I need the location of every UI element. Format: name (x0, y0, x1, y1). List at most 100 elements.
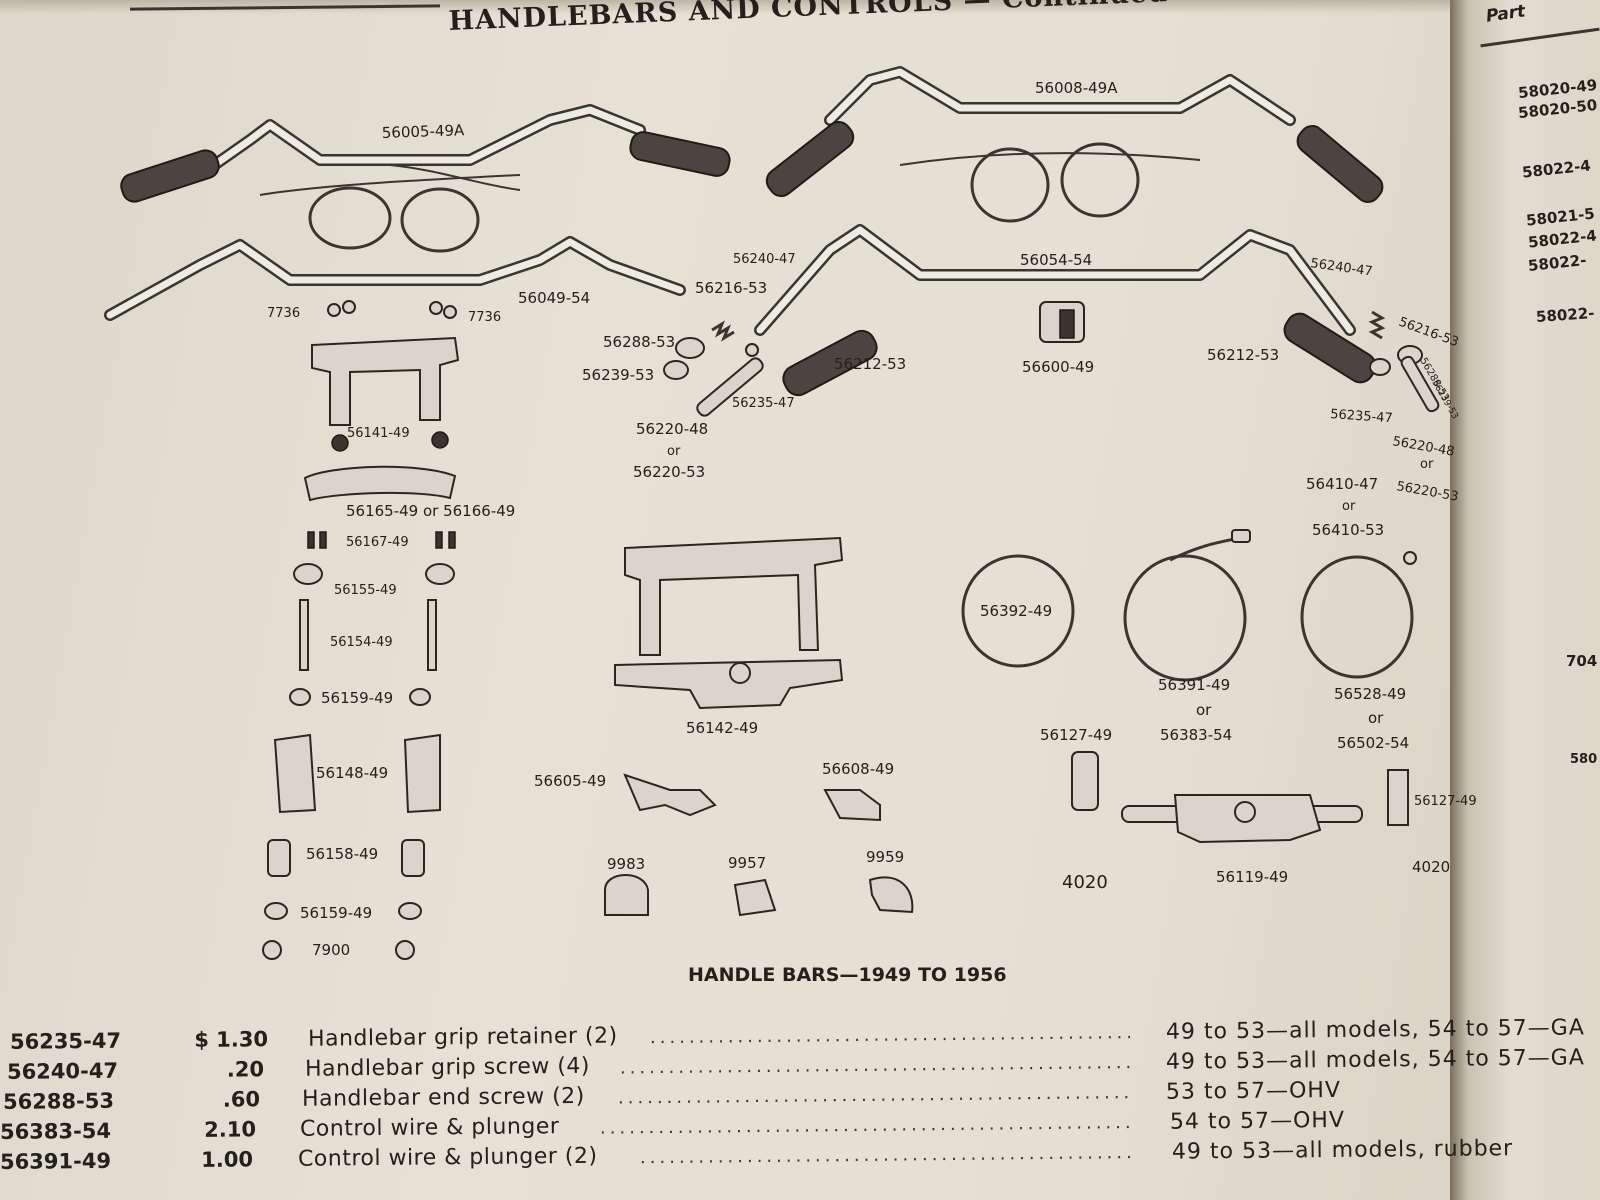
price: 1.00 (201, 1147, 254, 1172)
clip-56608-49 (823, 789, 881, 822)
label-56220-53-b: 56220-53 (1395, 479, 1459, 505)
page-gutter (1450, 0, 1600, 1200)
label-56235-47-b: 56235-47 (1330, 407, 1393, 426)
clamp-assembly-56119-49 (1071, 751, 1409, 844)
cable-coil-56392-49 (961, 554, 1075, 668)
label-56148-49: 56148-49 (316, 764, 388, 782)
part-number: 56235-47 (9, 1028, 122, 1054)
label-56154-49: 56154-49 (330, 635, 393, 650)
price: .20 (226, 1057, 265, 1082)
description: Handlebar grip retainer (2) (307, 1023, 618, 1052)
label-56212-53-a: 56212-53 (834, 355, 906, 373)
price: .60 (222, 1087, 261, 1112)
handlebar-56049-54 (104, 236, 686, 321)
label-7736-a: 7736 (267, 306, 300, 321)
label-56127-49-b: 56127-49 (1414, 794, 1477, 809)
spacer-56158-a (267, 839, 291, 877)
label-56119-49: 56119-49 (1216, 868, 1288, 886)
application: 49 to 53—all models, 54 to 57—GA (1165, 1015, 1585, 1045)
clamp-9983 (604, 874, 649, 916)
label-or-4: or (1196, 701, 1212, 719)
label-56528-49: 56528-49 (1334, 685, 1406, 703)
side-item: 704 (1566, 652, 1598, 670)
handlebar-56005-49a (120, 104, 731, 253)
part-number: 56391-49 (0, 1148, 112, 1174)
clamp-assembly-56142-49 (614, 536, 844, 710)
clamp-9959 (868, 876, 914, 914)
label-56216-53-b: 56216-53 (1397, 315, 1461, 351)
description: Control wire & plunger (299, 1114, 560, 1142)
label-56502-54: 56502-54 (1337, 734, 1409, 752)
parts-illustration: 56005-49A 56008-49A 56049-54 56054-54 77… (104, 66, 1477, 960)
part-number: 56383-54 (0, 1118, 112, 1144)
nut-7900-b (395, 940, 415, 960)
label-56410-47: 56410-47 (1306, 475, 1378, 493)
bushing-56148-b (403, 733, 441, 814)
part-number: 56240-47 (6, 1058, 119, 1084)
label-56005-49a: 56005-49A (382, 121, 466, 142)
label-56392-49: 56392-49 (980, 602, 1052, 620)
cable-coil-56528-49 (1300, 555, 1414, 679)
label-56158-49: 56158-49 (306, 845, 378, 863)
label-56235-47-a: 56235-47 (732, 396, 795, 411)
price: 2.10 (204, 1117, 257, 1142)
label-56049-54: 56049-54 (518, 289, 590, 307)
label-56159-49-a: 56159-49 (321, 689, 393, 707)
label-or-2: or (1420, 457, 1434, 472)
label-7900: 7900 (312, 941, 350, 959)
grip-hardware-right (1368, 310, 1440, 413)
leader-dots: ........................................… (599, 1112, 1131, 1139)
handlebar-56054-54 (754, 224, 1377, 397)
label-56212-53-b: 56212-53 (1207, 346, 1279, 364)
washer-56159-a (289, 688, 311, 706)
clamp-9957 (733, 878, 777, 917)
nut-7900-a (262, 940, 282, 960)
riser-clamp-56141-49 (311, 300, 460, 452)
label-9983: 9983 (607, 855, 645, 873)
label-56288-53-a: 56288-53 (603, 333, 675, 351)
label-56159-49-b: 56159-49 (300, 904, 372, 922)
price: $ 1.30 (194, 1027, 269, 1052)
label-7736-b: 7736 (468, 310, 501, 325)
label-56141-49: 56141-49 (347, 426, 410, 441)
leader-dots: ........................................… (649, 1022, 1131, 1049)
spacer-56158-b (401, 839, 425, 877)
figure-caption: HANDLE BARS—1949 TO 1956 (688, 964, 1007, 986)
leader-dots: ........................................… (619, 1052, 1131, 1079)
label-56142-49: 56142-49 (686, 719, 758, 737)
label-56410-53: 56410-53 (1312, 521, 1384, 539)
application: 54 to 57—OHV (1169, 1107, 1346, 1135)
label-or-5: or (1368, 709, 1384, 727)
description: Handlebar grip screw (4) (304, 1053, 591, 1082)
parts-list: 56235-47 $ 1.30 Handlebar grip retainer … (0, 1000, 1585, 1200)
handlebar-56008-49a (765, 66, 1384, 223)
label-56220-53-a: 56220-53 (633, 463, 705, 481)
leader-dots: ........................................… (639, 1142, 1131, 1169)
label-56155-49: 56155-49 (334, 583, 397, 598)
label-56605-49: 56605-49 (534, 772, 606, 790)
bolt-56154-b (427, 599, 437, 671)
application: 49 to 53—all models, rubber (1171, 1136, 1514, 1165)
cable-coil-56391-49 (1123, 554, 1247, 682)
part-number: 56288-53 (2, 1088, 115, 1114)
label-56165-49: 56165-49 or 56166-49 (346, 502, 515, 520)
label-56608-49: 56608-49 (822, 760, 894, 778)
side-item: 580 (1570, 752, 1598, 767)
label-9957: 9957 (728, 854, 766, 872)
label-56383-54: 56383-54 (1160, 726, 1232, 744)
label-56008-49a: 56008-49A (1035, 79, 1118, 97)
label-9959: 9959 (866, 848, 904, 866)
washer-56159-c (264, 902, 288, 920)
cable-plug (1231, 529, 1251, 543)
label-56054-54: 56054-54 (1020, 251, 1092, 269)
label-56220-48-a: 56220-48 (636, 420, 708, 438)
label-56167-49: 56167-49 (346, 535, 409, 550)
bolt-56154-a (299, 599, 309, 671)
application: 53 to 57—OHV (1165, 1077, 1342, 1105)
label-56391-49: 56391-49 (1158, 676, 1230, 694)
label-56240-47-a: 56240-47 (733, 252, 796, 267)
washer-56159-b (409, 688, 431, 706)
label-56220-48-b: 56220-48 (1391, 434, 1455, 460)
description: Handlebar end screw (2) (301, 1083, 585, 1112)
